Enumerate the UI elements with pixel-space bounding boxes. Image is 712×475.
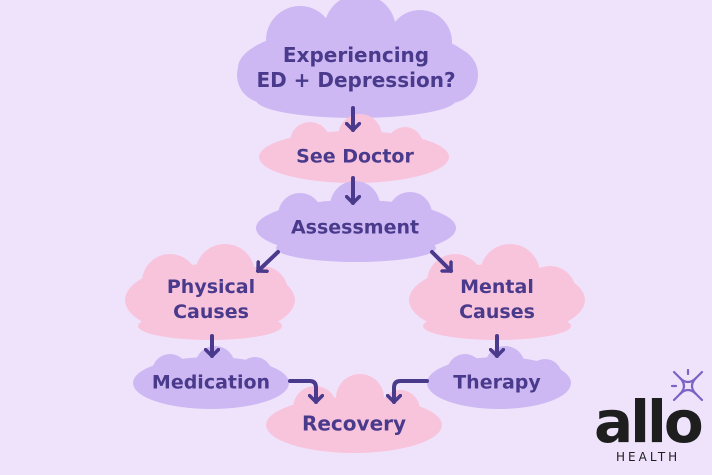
node-start: Experiencing ED + Depression? <box>256 43 455 93</box>
node-assessment: Assessment <box>290 216 420 239</box>
cloud-mental <box>409 244 585 340</box>
arrow-medication-to-recovery <box>288 379 316 404</box>
node-therapy: Therapy <box>453 371 541 394</box>
cloud-physical <box>125 244 295 340</box>
cloud-doctor <box>259 114 449 183</box>
node-physical: Physical Causes <box>167 275 255 325</box>
node-start-line2: ED + Depression? <box>256 68 456 92</box>
cloud-medication <box>133 346 289 409</box>
node-recovery: Recovery <box>301 411 407 436</box>
node-mental: Mental Causes <box>459 275 535 325</box>
node-mental-line2: Causes <box>459 301 535 323</box>
allo-health-logo: allo HEALTH <box>588 368 708 470</box>
arrow-therapy-to-recovery <box>394 379 429 404</box>
node-medication: Medication <box>151 371 271 394</box>
logo-subtitle: HEALTH <box>616 450 681 464</box>
node-start-line1: Experiencing <box>282 43 430 67</box>
node-physical-line2: Causes <box>173 301 249 323</box>
arrow-assessment-to-physical <box>256 250 280 273</box>
node-doctor: See Doctor <box>296 145 414 168</box>
cloud-start <box>237 0 478 118</box>
logo-wordmark: allo <box>594 388 704 456</box>
arrow-assessment-to-mental <box>430 250 453 273</box>
node-mental-line1: Mental <box>460 276 534 298</box>
cloud-recovery <box>266 374 442 453</box>
cloud-assessment <box>256 181 456 262</box>
sparkle-icon <box>670 368 704 402</box>
node-physical-line1: Physical <box>166 276 256 298</box>
